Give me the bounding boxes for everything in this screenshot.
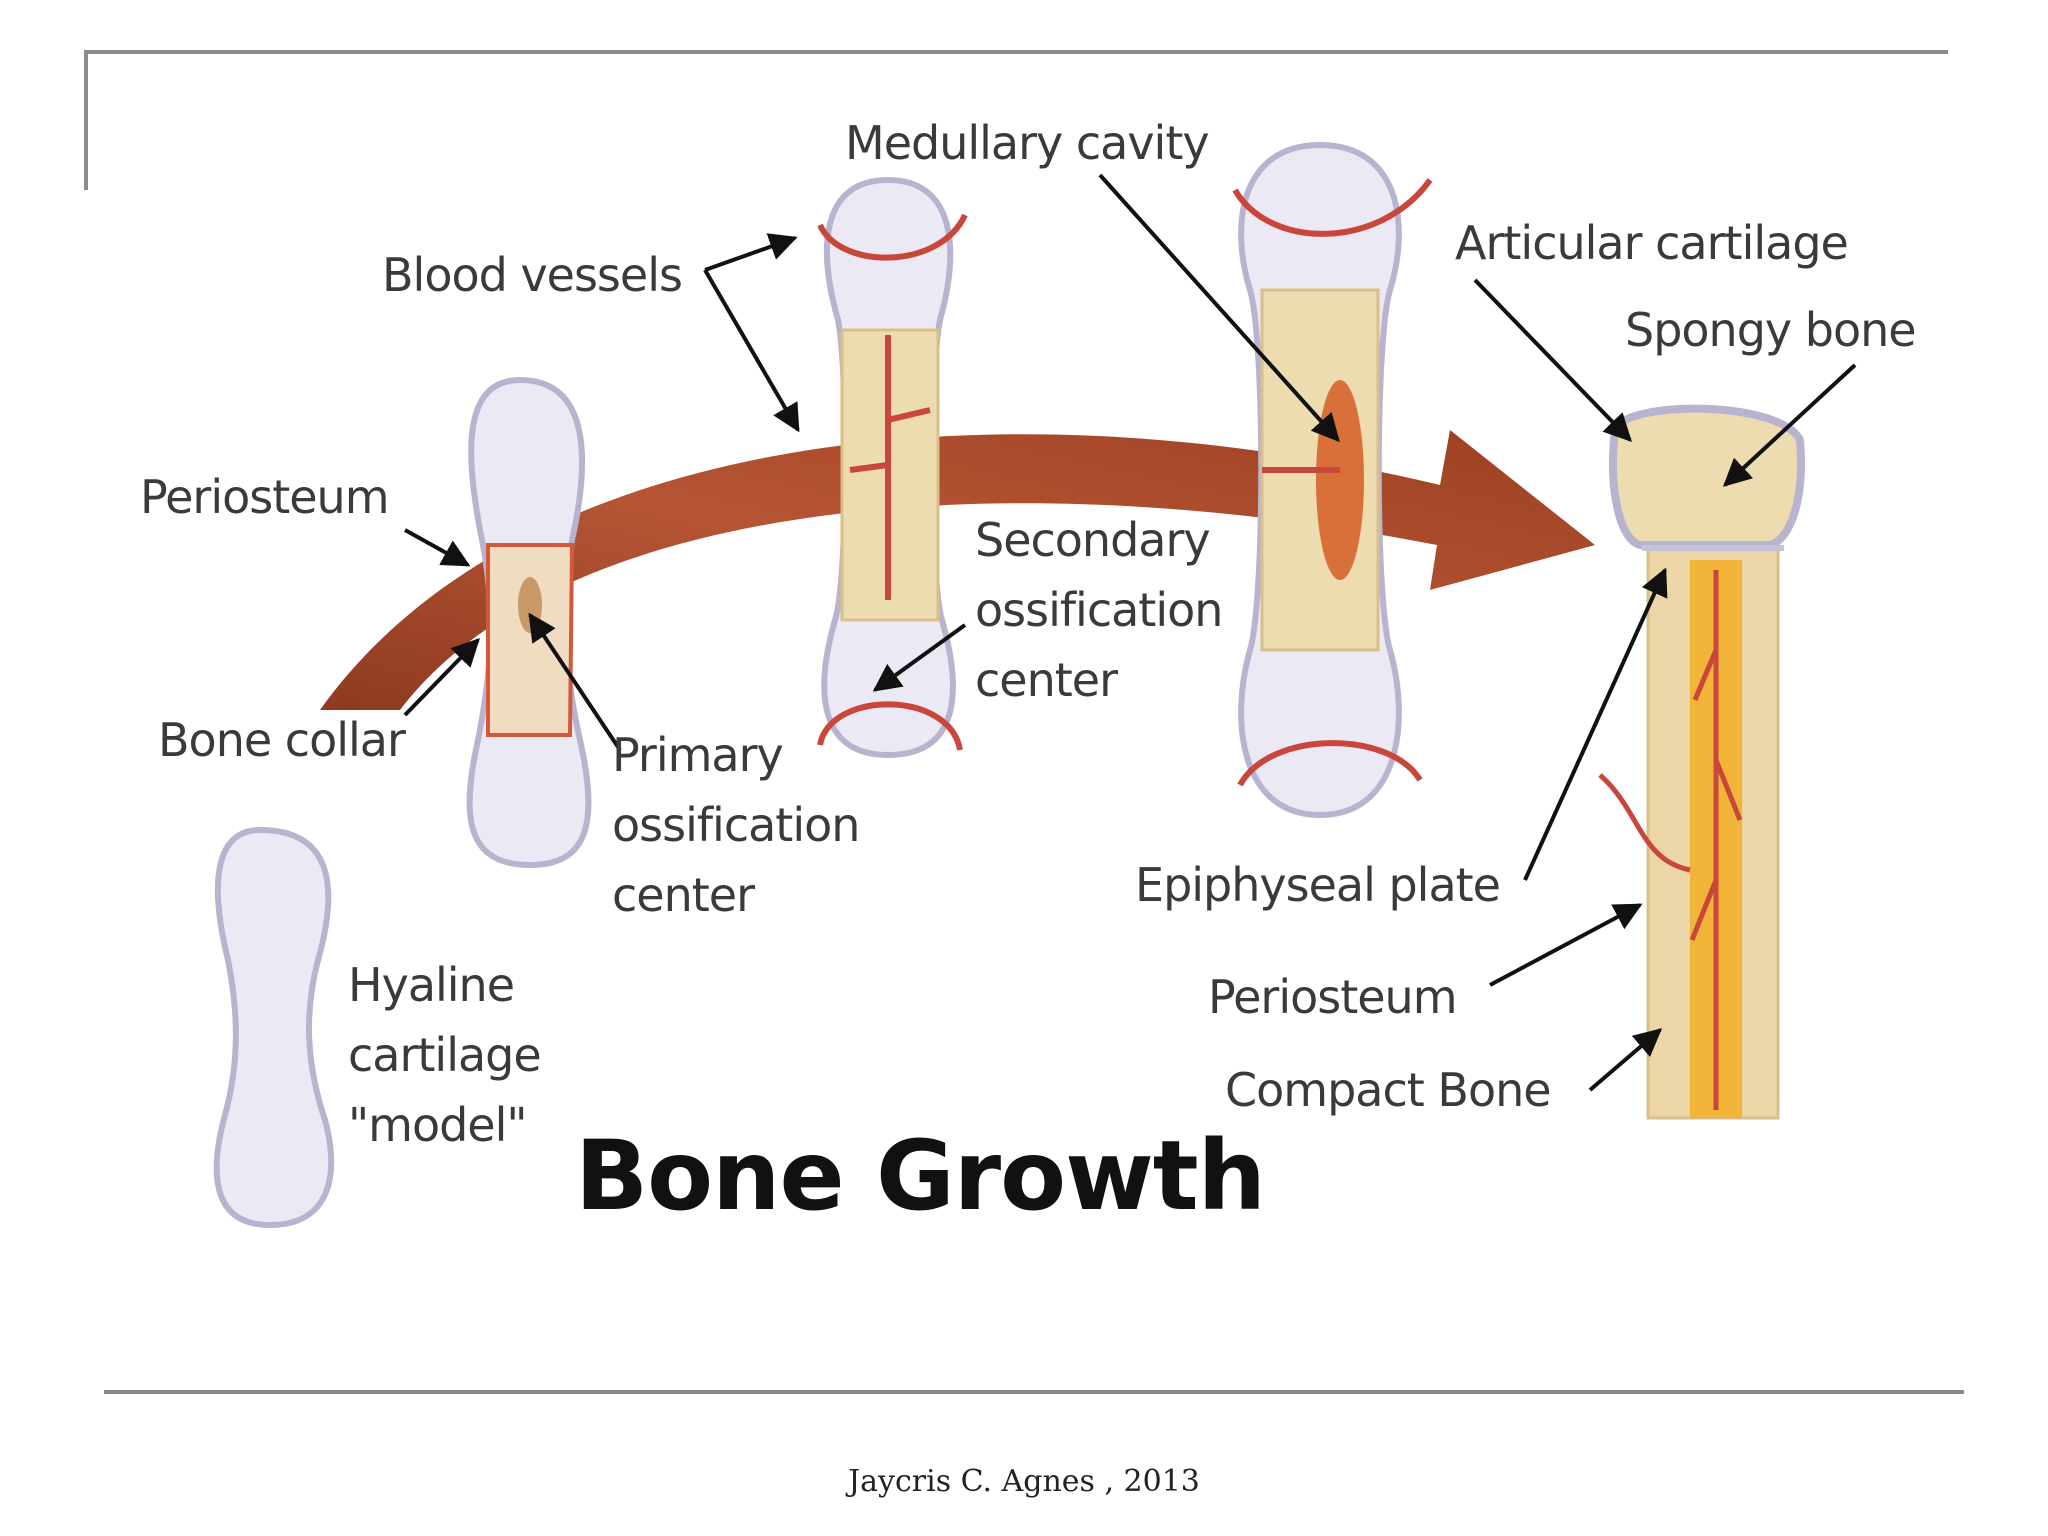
label-secondary-line1: Secondary: [975, 513, 1211, 567]
vessel-4-bottom: [1237, 740, 1423, 787]
label-primary-line2: ossification: [612, 798, 860, 852]
vessel-3: [849, 335, 931, 600]
diagram-title: Bone Growth: [575, 1120, 1266, 1232]
label-secondary-line2: ossification: [975, 583, 1223, 637]
bottom-rule: [104, 1390, 1964, 1394]
label-hyaline-line2: cartilage: [348, 1028, 542, 1082]
label-hyaline-line3: "model": [348, 1098, 528, 1152]
leader-periosteum-left: [404, 528, 471, 567]
leader-spongy: [1722, 363, 1857, 487]
leader-articular: [1473, 278, 1632, 443]
label-bone-collar: Bone collar: [158, 713, 406, 767]
mature-bone-vessels: [1598, 570, 1743, 1110]
label-epiphyseal-plate: Epiphyseal plate: [1135, 858, 1501, 912]
leader-periosteum-right: [1489, 903, 1643, 987]
label-medullary-cavity: Medullary cavity: [845, 116, 1210, 170]
leader-blood-vessels-b: [703, 268, 800, 433]
vessel-3-bottom: [817, 701, 963, 751]
label-periosteum-left: Periosteum: [140, 470, 390, 524]
label-hyaline-line1: Hyaline: [348, 958, 515, 1012]
footer-credit: Jaycris C. Agnes , 2013: [848, 1464, 1200, 1499]
leader-epiphyseal: [1523, 567, 1668, 881]
label-periosteum-right: Periosteum: [1208, 970, 1458, 1024]
leader-primary: [528, 612, 622, 752]
label-blood-vessels: Blood vessels: [382, 248, 683, 302]
mature-bone-head: [1609, 404, 1805, 549]
left-rule: [84, 50, 88, 190]
hyaline-cartilage-bone: [213, 826, 335, 1229]
vessel-4-top: [1232, 178, 1433, 237]
vessel-3-top: [817, 213, 968, 261]
bone-collar-band: [486, 543, 575, 737]
label-compact-bone: Compact Bone: [1225, 1063, 1552, 1117]
medullary-cavity-shape: [1316, 380, 1364, 580]
label-primary-line1: Primary: [612, 728, 784, 782]
label-articular-cartilage: Articular cartilage: [1455, 216, 1849, 270]
leader-bone-collar: [403, 637, 480, 717]
label-primary-line3: center: [612, 868, 755, 922]
leader-secondary: [872, 623, 967, 692]
label-spongy-bone: Spongy bone: [1625, 303, 1917, 357]
top-rule: [86, 50, 1948, 54]
leader-blood-vessels-a: [704, 233, 798, 272]
epiphyseal-plate-line: [1642, 545, 1784, 551]
label-secondary-line3: center: [975, 653, 1118, 707]
leader-medullary: [1098, 173, 1340, 443]
leader-compact: [1588, 1028, 1663, 1092]
